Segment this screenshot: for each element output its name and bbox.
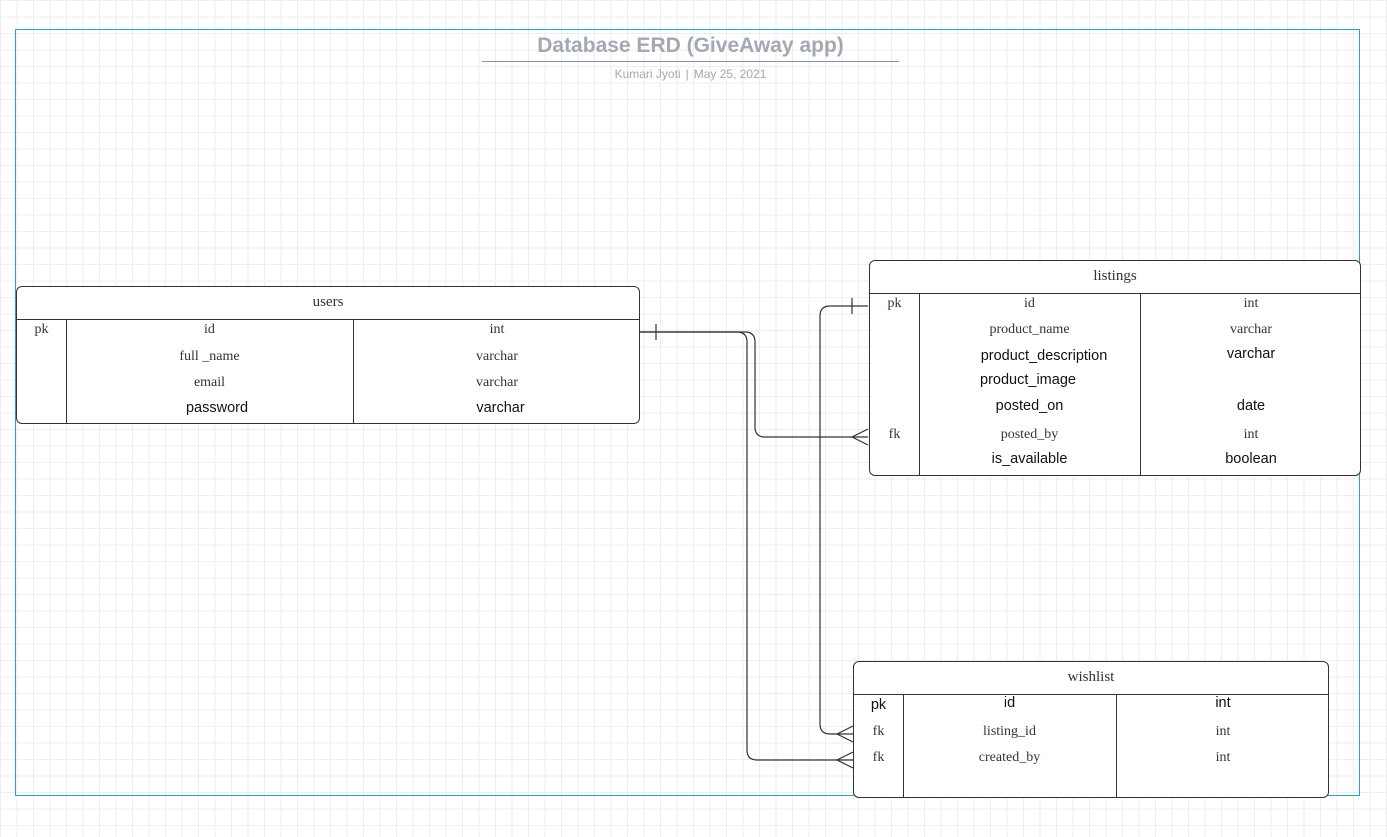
field-cell: posted_by bbox=[1000, 427, 1059, 442]
field-cell: id bbox=[1024, 296, 1035, 311]
field-cell: id bbox=[1003, 695, 1016, 711]
column-divider bbox=[353, 319, 354, 423]
type-cell: int bbox=[1215, 724, 1231, 739]
link-users-wishlist bbox=[640, 331, 853, 761]
entity-users[interactable]: users pk id int full _name varchar email… bbox=[16, 286, 640, 424]
diagram-subtitle: Kumari Jyoti | May 25, 2021 bbox=[482, 67, 899, 81]
column-divider bbox=[1116, 694, 1117, 797]
author-name: Kumari Jyoti bbox=[614, 67, 681, 81]
field-cell: email bbox=[193, 375, 226, 390]
type-cell: varchar bbox=[476, 400, 525, 416]
link-users-listings bbox=[640, 331, 868, 438]
entity-listings-name: listings bbox=[870, 261, 1360, 294]
type-cell: int bbox=[1215, 695, 1231, 711]
column-divider bbox=[903, 694, 904, 797]
field-cell: created_by bbox=[978, 750, 1041, 765]
diagram-date: May 25, 2021 bbox=[693, 67, 767, 81]
column-divider bbox=[919, 293, 920, 475]
subtitle-separator: | bbox=[685, 67, 689, 81]
field-cell: password bbox=[185, 400, 249, 416]
type-cell: varchar bbox=[476, 375, 518, 390]
field-cell: full _name bbox=[179, 349, 240, 364]
type-cell: varchar bbox=[1230, 322, 1272, 337]
key-cell: pk bbox=[887, 296, 902, 311]
field-cell: listing_id bbox=[983, 724, 1036, 739]
diagram-title: Database ERD (GiveAway app) bbox=[537, 34, 844, 57]
many-mark-wishlist-created-by bbox=[836, 751, 854, 769]
key-cell: fk bbox=[888, 427, 901, 442]
field-cell: is_available bbox=[991, 451, 1068, 467]
key-cell: pk bbox=[34, 322, 49, 337]
entity-users-name: users bbox=[17, 287, 639, 320]
column-divider bbox=[1140, 293, 1141, 475]
type-cell: boolean bbox=[1225, 451, 1277, 467]
entity-wishlist-name: wishlist bbox=[854, 662, 1328, 695]
field-cell: id bbox=[204, 322, 215, 337]
entity-wishlist[interactable]: wishlist pk id int fk listing_id int fk … bbox=[853, 661, 1329, 798]
key-cell: pk bbox=[870, 697, 887, 713]
type-cell: varchar bbox=[1226, 346, 1276, 362]
type-cell: int bbox=[1243, 296, 1259, 311]
column-divider bbox=[66, 319, 67, 423]
type-cell: int bbox=[1243, 427, 1259, 442]
field-cell: product_description bbox=[980, 348, 1108, 364]
many-mark-wishlist-listing-id bbox=[836, 725, 854, 743]
link-listings-wishlist bbox=[819, 305, 868, 735]
type-cell: date bbox=[1236, 398, 1266, 414]
field-cell: product_image bbox=[980, 372, 1076, 388]
many-mark-listings-posted-by bbox=[851, 428, 869, 446]
field-cell: product_name bbox=[989, 322, 1070, 337]
type-cell: int bbox=[1215, 750, 1231, 765]
entity-listings[interactable]: listings pk id int product_name varchar … bbox=[869, 260, 1361, 476]
title-underline bbox=[482, 61, 899, 62]
field-cell: posted_on bbox=[995, 398, 1064, 414]
key-cell: fk bbox=[872, 724, 885, 739]
type-cell: varchar bbox=[476, 349, 518, 364]
key-cell: fk bbox=[872, 750, 885, 765]
type-cell: int bbox=[489, 322, 505, 337]
